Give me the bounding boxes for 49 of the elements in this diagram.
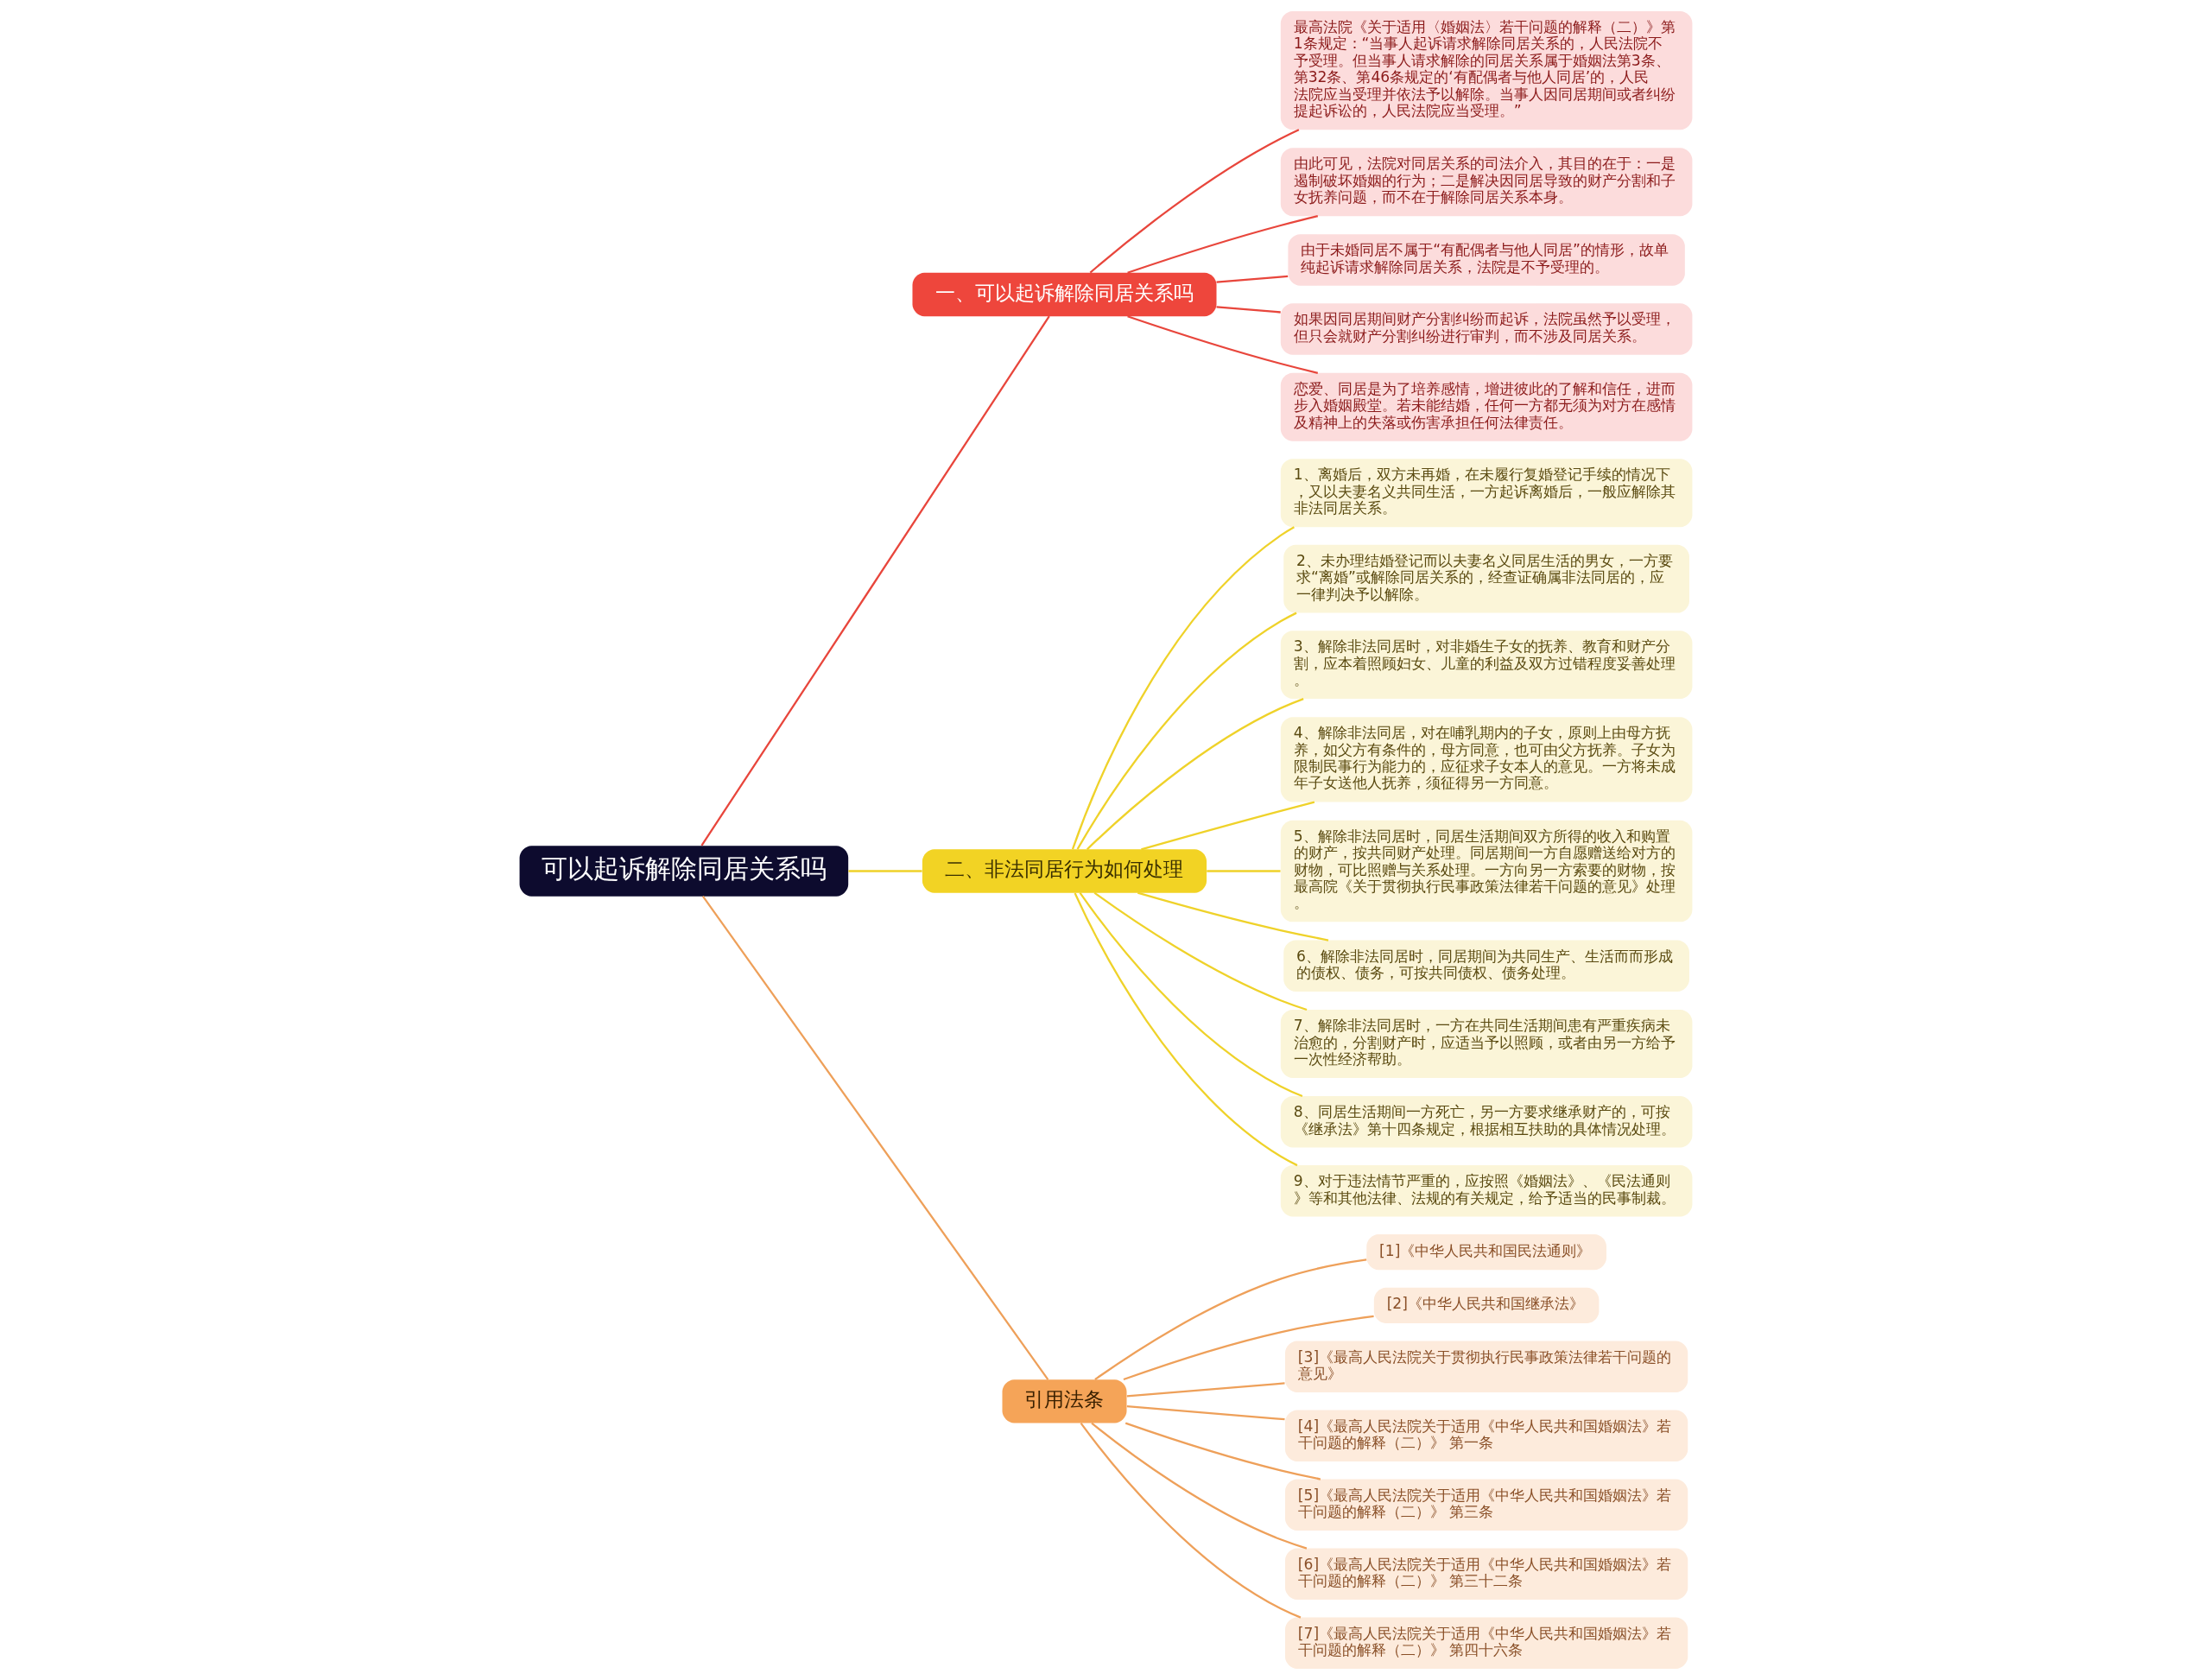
node-box: 如果因同居期间财产分割纠纷而起诉，法院虽然予以受理，但只会就财产分割纠纷进行审判，而不涉及同居关系。 bbox=[1280, 303, 1692, 355]
connector bbox=[1093, 891, 1307, 1011]
connector bbox=[1090, 1422, 1307, 1550]
node-box: 5、解除非法同居时，同居生活期间双方所得的收入和购置的财产，按共同财产处理。同居期间一方自愿赠送给对方的财物，可比照赠与关系处理。一方向另一方索要的财物，按最高院《关于贯彻执行民事政策法律若干问题的意见》处理。 bbox=[1280, 820, 1692, 922]
node-box: 4、解除非法同居，对在哺乳期内的子女，原则上由母方抚养，如父方有条件的，母方同意，也可由父方抚养。子女为限制民事行为能力的，应征求子女本人的意见。一方将未成年子女送他人抚养，须征得另一方同意。 bbox=[1280, 717, 1692, 802]
node-box: 可以起诉解除同居关系吗 bbox=[519, 846, 848, 897]
node-box: 恋爱、同居是为了培养感情，增进彼此的了解和信任，进而步入婚姻殿堂。若未能结婚，任何一方都无须为对方在感情及精神上的失落或伤害承担任何法律责任。 bbox=[1280, 372, 1692, 441]
node-box: 最高法院《关于适用〈婚姻法〉若干问题的解释（二）》第1条规定：“当事人起诉请求解除同居关系的，人民法院不予受理。但当事人请求解除的同居关系属于婚姻法第3条、第32条、第46条规定的‘有配偶者与他人同居’的，人民法院应当受理并依法予以解除。当事人因同居期间或者纠纷提起诉讼的，人民法院应当受理。” bbox=[1280, 10, 1692, 130]
connector bbox=[1215, 306, 1281, 314]
node-box: [3]《最高人民法院关于贯彻执行民事政策法律若干问题的意见》 bbox=[1284, 1341, 1688, 1392]
node-box: 1、离婚后，双方未再婚，在未履行复婚登记手续的情况下，又以夫妻名义共同生活，一方起诉离婚后，一般应解除其非法同居关系。 bbox=[1280, 459, 1692, 528]
node-box: 7、解除非法同居时，一方在共同生活期间患有严重疾病未治愈的，分割财产时，应适当予以照顾，或者由另一方给予一次性经济帮助。 bbox=[1280, 1010, 1692, 1078]
connector bbox=[1079, 892, 1302, 1098]
connector bbox=[1137, 891, 1328, 941]
node-box: 由此可见，法院对同居关系的司法介入，其目的在于：一是遏制破坏婚姻的行为；二是解决因同居导致的财产分割和子女抚养问题，而不在于解除同居关系本身。 bbox=[1280, 148, 1692, 217]
connector bbox=[1080, 1423, 1301, 1619]
connector bbox=[701, 896, 1048, 1380]
connector bbox=[1215, 275, 1288, 283]
node-box: [5]《最高人民法院关于适用《中华人民共和国婚姻法》若干问题的解释（二）》 第三条 bbox=[1284, 1479, 1688, 1531]
connector bbox=[1076, 612, 1297, 850]
node-box: 引用法条 bbox=[1002, 1379, 1126, 1423]
node-box: 6、解除非法同居时，同居期间为共同生产、生活而而形成的债权、债务，可按共同债权、债务处理。 bbox=[1283, 940, 1689, 992]
connector bbox=[1126, 315, 1318, 374]
node-box: [4]《最高人民法院关于适用《中华人民共和国婚姻法》若干问题的解释（二）》 第一条 bbox=[1284, 1410, 1688, 1461]
connector bbox=[1206, 870, 1281, 872]
node-box: [2]《中华人民共和国继承法》 bbox=[1373, 1287, 1599, 1323]
connector bbox=[1089, 129, 1299, 274]
node-box: 8、同居生活期间一方死亡，另一方要求继承财产的，可按《继承法》第十四条规定，根据相互扶助的具体情况处理。 bbox=[1280, 1096, 1692, 1148]
connector bbox=[1126, 215, 1318, 274]
connector bbox=[1074, 892, 1297, 1167]
connector bbox=[1126, 1405, 1285, 1421]
node-box: 由于未婚同居不属于“有配偶者与他人同居”的情形，故单纯起诉请求解除同居关系，法院是不予受理的。 bbox=[1287, 234, 1685, 286]
node-box: 2、未办理结婚登记而以夫妻名义同居生活的男女，一方要求“离婚”或解除同居关系的，经查证确属非法同居的，应一律判决予以解除。 bbox=[1283, 544, 1689, 613]
connector bbox=[1126, 1382, 1285, 1398]
connector bbox=[1140, 801, 1315, 851]
node-box: [7]《最高人民法院关于适用《中华人民共和国婚姻法》若干问题的解释（二）》 第四十六条 bbox=[1284, 1617, 1688, 1670]
connector bbox=[847, 870, 922, 872]
node-box: 二、非法同居行为如何处理 bbox=[922, 849, 1207, 893]
connector bbox=[1086, 698, 1304, 851]
node-box: 一、可以起诉解除同居关系吗 bbox=[912, 272, 1216, 317]
connector bbox=[1125, 1422, 1321, 1480]
node-box: [1]《中华人民共和国民法通则》 bbox=[1365, 1234, 1606, 1271]
connector bbox=[1093, 1258, 1366, 1380]
connector bbox=[1071, 526, 1295, 850]
connector bbox=[1123, 1315, 1374, 1381]
node-box: [6]《最高人民法院关于适用《中华人民共和国婚姻法》若干问题的解释（二）》 第三十二条 bbox=[1284, 1548, 1688, 1600]
node-box: 3、解除非法同居时，对非婚生子女的抚养、教育和财产分割，应本着照顾妇女、儿童的利益及双方过错程度妥善处理。 bbox=[1280, 631, 1692, 700]
node-box: 9、对于违法情节严重的，应按照《婚姻法》、《民法通则》等和其他法律、法规的有关规定，给予适当的民事制裁。 bbox=[1280, 1165, 1692, 1217]
connector bbox=[700, 315, 1050, 846]
